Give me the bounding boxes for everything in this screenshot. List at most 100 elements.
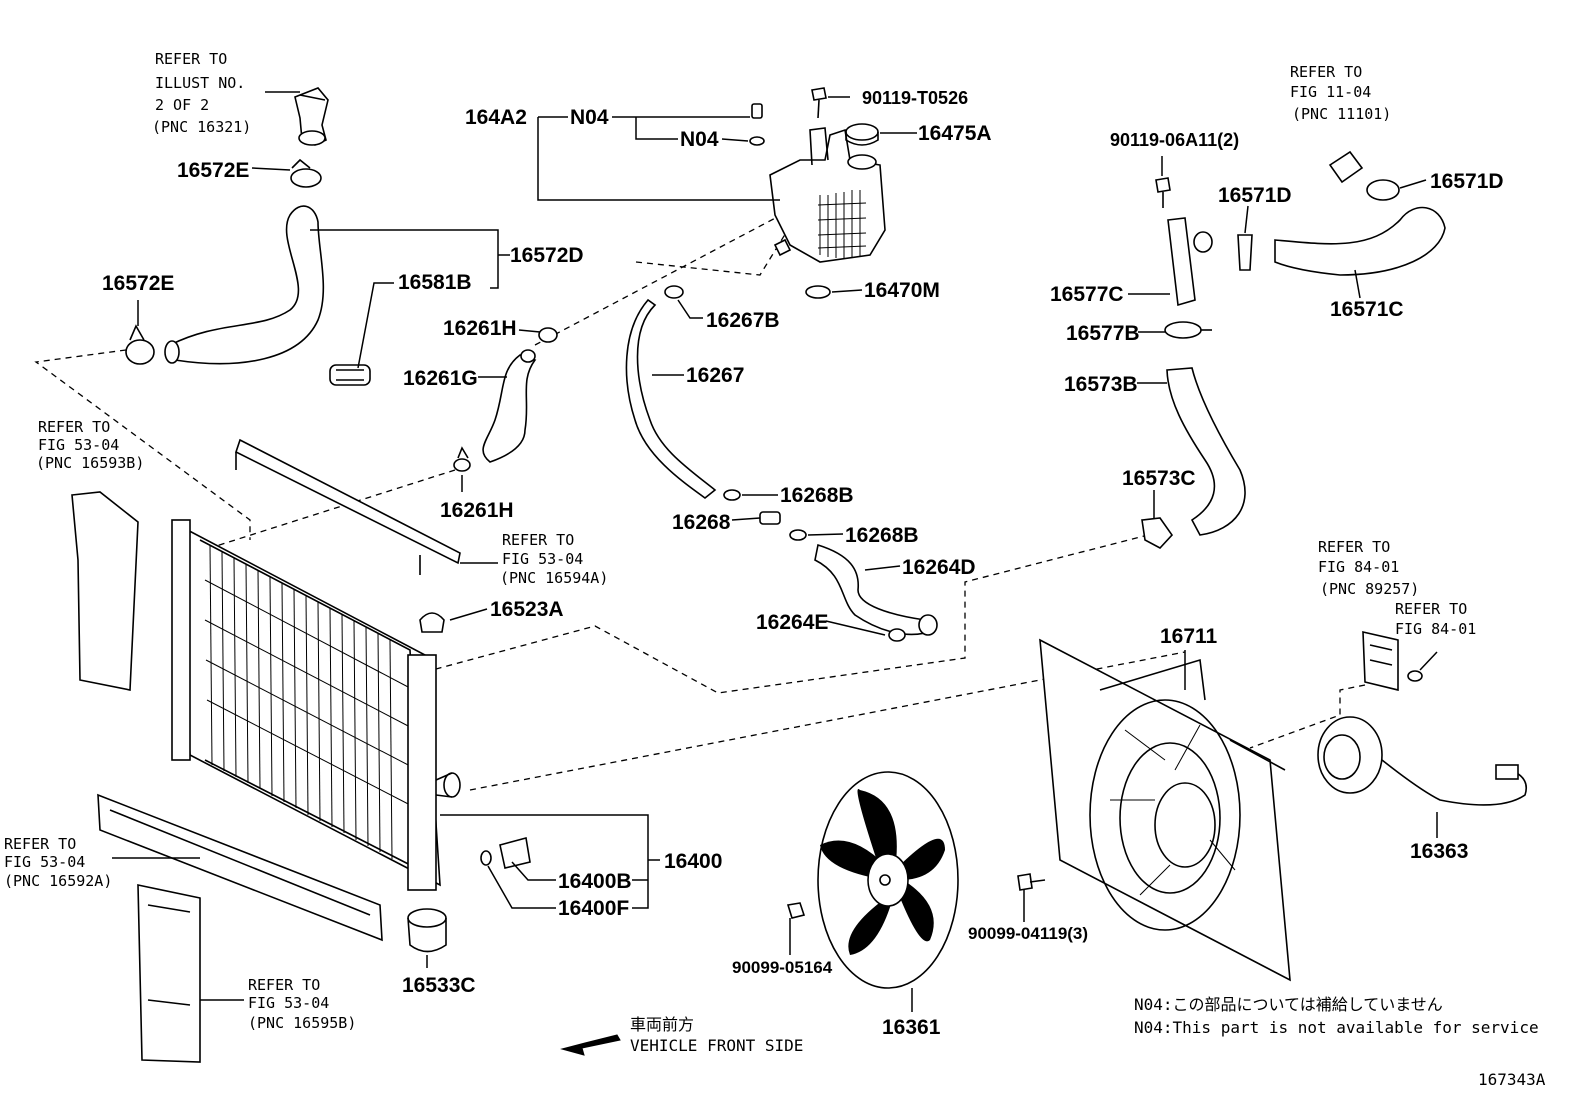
label-16268: 16268 xyxy=(672,511,731,534)
label-90119-06A11: 90119-06A11(2) xyxy=(1110,130,1239,150)
label-16268B-a: 16268B xyxy=(780,484,854,507)
label-16268B-b: 16268B xyxy=(845,524,919,547)
label-16533C: 16533C xyxy=(402,974,476,997)
ref-11101-line2: FIG 11-04 xyxy=(1290,83,1371,101)
ref-16321-line2: ILLUST NO. xyxy=(155,74,245,92)
oring-16400F xyxy=(480,850,492,866)
ref-16594A-line3: (PNC 16594A) xyxy=(500,569,608,587)
ref-16592A-line2: FIG 53-04 xyxy=(4,853,85,871)
hose-16573B xyxy=(1166,367,1246,536)
clamp-16581B xyxy=(329,364,371,386)
label-16261H-bottom: 16261H xyxy=(440,499,514,522)
label-16261H-top: 16261H xyxy=(443,317,517,340)
n04-note-jp: N04:この部品については補給していません xyxy=(1134,995,1443,1014)
cushion-16533C xyxy=(407,908,447,953)
water-outlet-16321 xyxy=(294,87,329,146)
label-16572E-top: 16572E xyxy=(177,159,249,182)
cap-16475A xyxy=(845,123,879,170)
label-16261G: 16261G xyxy=(403,367,478,390)
label-n04-b: N04 xyxy=(680,128,719,151)
side-seal-16595B xyxy=(137,884,201,1063)
ref-16595B-line3: (PNC 16595B) xyxy=(248,1014,356,1032)
union-16268 xyxy=(759,511,781,525)
screw-8401 xyxy=(1407,670,1423,682)
grommet-16470M xyxy=(805,285,831,299)
ref-16595B-line1: REFER TO xyxy=(248,976,320,994)
clamp-16268B-b xyxy=(789,529,807,541)
label-16267: 16267 xyxy=(686,364,744,387)
label-16577C: 16577C xyxy=(1050,283,1124,306)
hose-16572D xyxy=(164,205,325,365)
upper-support-16594A xyxy=(235,438,461,575)
resistor-89257 xyxy=(1362,630,1399,692)
front-arrow-icon xyxy=(560,1034,621,1056)
label-16572E-left: 16572E xyxy=(102,272,174,295)
ref-16594A-line2: FIG 53-04 xyxy=(502,550,583,568)
label-16573B: 16573B xyxy=(1064,373,1138,396)
label-164A2: 164A2 xyxy=(465,106,527,129)
label-16400F: 16400F xyxy=(558,897,629,920)
ref-16594A-line1: REFER TO xyxy=(502,531,574,549)
clamp-16572E-top xyxy=(290,158,322,188)
ref-16593B-line1: REFER TO xyxy=(38,418,110,436)
label-16267B: 16267B xyxy=(706,309,780,332)
nut-90099-05164 xyxy=(786,902,806,919)
label-n04-a: N04 xyxy=(570,106,609,129)
label-16361: 16361 xyxy=(882,1016,941,1039)
water-pipe-16577C xyxy=(1167,217,1213,307)
cushion-16523A xyxy=(419,612,445,633)
ref-16321-line1: REFER TO xyxy=(155,50,227,68)
reference-texts: REFER TO ILLUST NO. 2 OF 2 (PNC 16321) R… xyxy=(4,50,1546,1089)
bolt-90099-04119 xyxy=(1017,873,1046,891)
clamp-16268B-a xyxy=(723,489,741,501)
label-16573C: 16573C xyxy=(1122,467,1196,490)
ref-16593B-line3: (PNC 16593B) xyxy=(36,454,144,472)
clamp-16261H-top xyxy=(538,327,558,343)
hose-end-11101 xyxy=(1328,150,1364,184)
hose-16571C xyxy=(1274,206,1446,276)
label-16571C: 16571C xyxy=(1330,298,1404,321)
ref-16321-line3: 2 OF 2 xyxy=(155,96,209,114)
clamp-16264E xyxy=(888,628,906,642)
n04-note-en: N04:This part is not available for servi… xyxy=(1134,1018,1539,1037)
clamp-16577B xyxy=(1164,321,1212,339)
drain-cock-16400B xyxy=(499,836,531,869)
illustration-number: 167343A xyxy=(1478,1070,1546,1089)
ref-11101-line3: (PNC 11101) xyxy=(1292,105,1391,123)
radiator-16400 xyxy=(171,519,461,891)
fan-motor-16363 xyxy=(1317,716,1528,806)
ref-16592A-line3: (PNC 16592A) xyxy=(4,872,112,890)
clamp-16261H-bottom xyxy=(453,446,471,472)
label-16400: 16400 xyxy=(664,850,722,873)
hose-16267 xyxy=(625,298,717,500)
ref-89257-line3: (PNC 89257) xyxy=(1320,580,1419,598)
clamp-16571D-b xyxy=(1366,179,1400,201)
label-90119-T0526: 90119-T0526 xyxy=(862,88,968,108)
part-number-labels: 16572E 164A2 N04 N04 90119-T0526 16475A … xyxy=(102,88,1504,1039)
label-16264E: 16264E xyxy=(756,611,828,634)
clamp-16572E-left xyxy=(125,324,155,365)
ref-89257-line2: FIG 84-01 xyxy=(1318,558,1399,576)
label-16577B: 16577B xyxy=(1066,322,1140,345)
label-16571D-b: 16571D xyxy=(1430,170,1504,193)
ref-8401-line2: FIG 84-01 xyxy=(1395,620,1476,638)
label-16581B: 16581B xyxy=(398,271,472,294)
reserve-tank-164A2 xyxy=(769,127,886,263)
ref-16321-line4: (PNC 16321) xyxy=(152,118,251,136)
front-side-en: VEHICLE FRONT SIDE xyxy=(630,1036,803,1055)
ref-16593B-line2: FIG 53-04 xyxy=(38,436,119,454)
ref-89257-line1: REFER TO xyxy=(1318,538,1390,556)
label-16711: 16711 xyxy=(1160,625,1218,648)
hose-16264D xyxy=(814,543,938,636)
label-16363: 16363 xyxy=(1410,840,1468,863)
fan-shroud-16711 xyxy=(1039,638,1291,982)
hose-16261G xyxy=(482,349,537,463)
leader-lines xyxy=(112,91,1438,1012)
ref-16592A-line1: REFER TO xyxy=(4,835,76,853)
bolt-90119-06A11 xyxy=(1155,177,1171,208)
ref-8401-line1: REFER TO xyxy=(1395,600,1467,618)
clamp-16573C xyxy=(1141,517,1174,549)
label-90099-05164: 90099-05164 xyxy=(732,958,833,977)
label-16470M: 16470M xyxy=(864,279,940,302)
